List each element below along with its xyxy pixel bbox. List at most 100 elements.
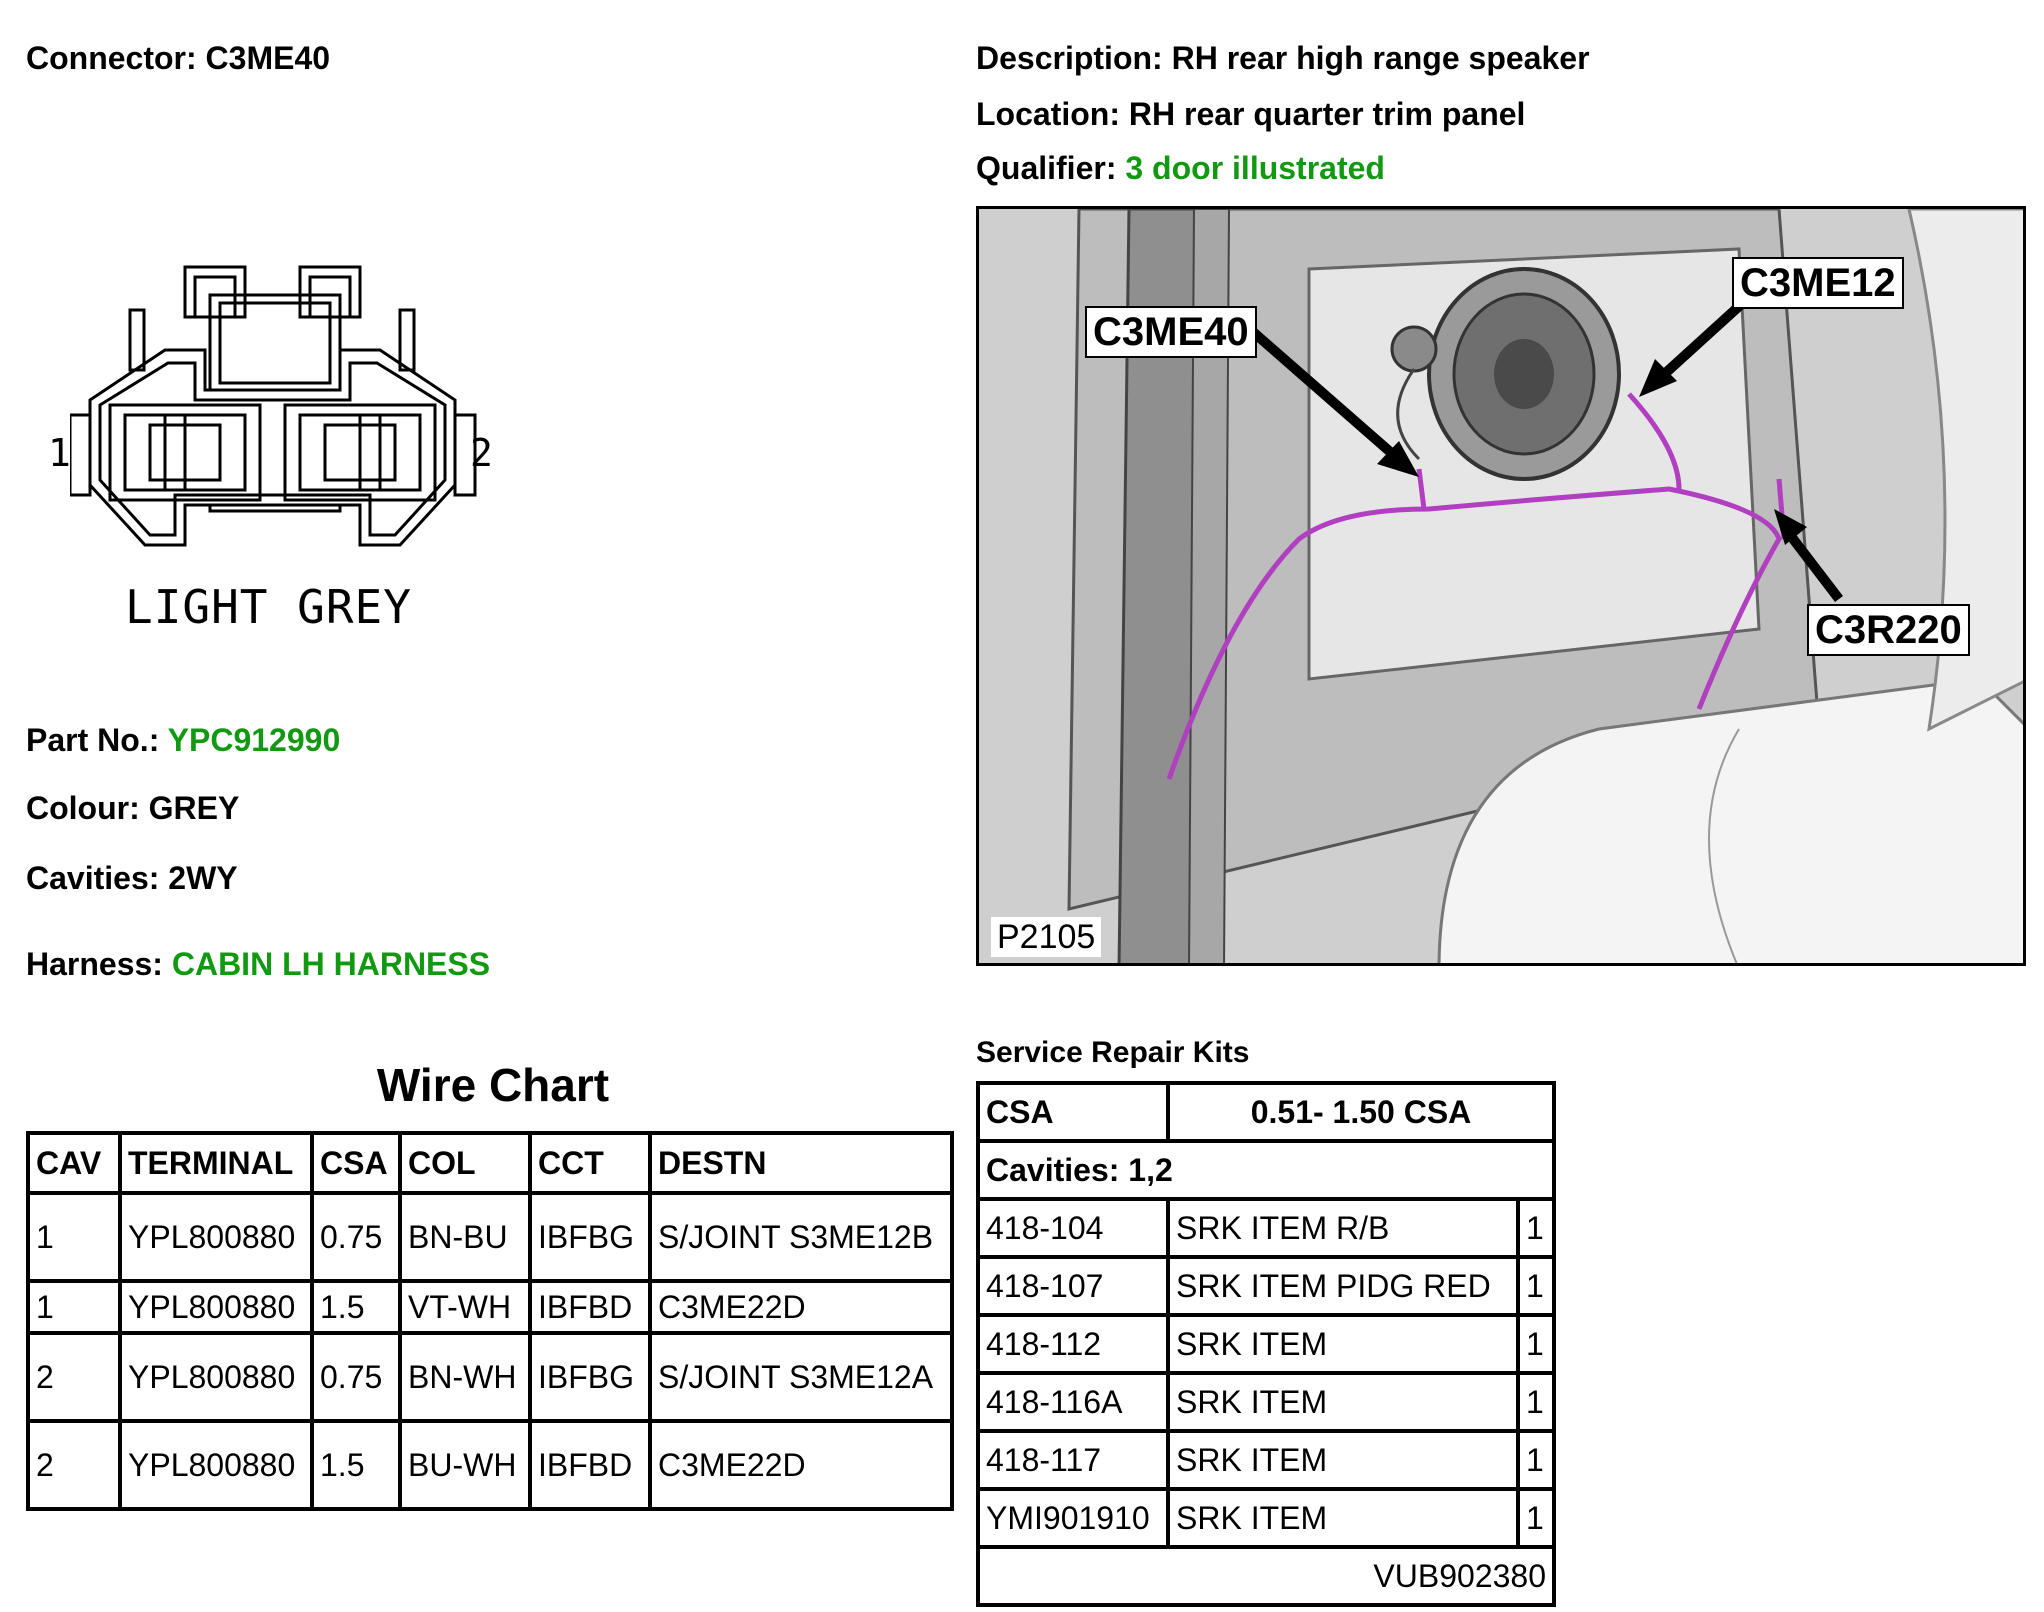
callout-c3me40: C3ME40 <box>1085 306 1257 358</box>
table-row: 1 YPL800880 1.5 VT-WH IBFBD C3ME22D <box>26 1279 954 1335</box>
srk-desc: SRK ITEM PIDG RED <box>1166 1255 1520 1317</box>
srk-title: Service Repair Kits <box>976 1036 1250 1069</box>
srk-csa-label: CSA <box>976 1081 1170 1143</box>
table-row: 1 YPL800880 0.75 BN-BU IBFBG S/JOINT S3M… <box>26 1191 954 1283</box>
srk-desc: SRK ITEM <box>1166 1487 1520 1549</box>
cell-col: BU-WH <box>398 1419 532 1511</box>
srk-qty: 1 <box>1516 1429 1556 1491</box>
cell-terminal: YPL800880 <box>118 1331 314 1423</box>
cell-cav: 1 <box>26 1191 122 1283</box>
cell-csa: 1.5 <box>310 1419 402 1511</box>
srk-desc: SRK ITEM <box>1166 1429 1520 1491</box>
qualifier-value: 3 door illustrated <box>1125 150 1385 186</box>
header-col: COL <box>398 1131 532 1195</box>
location-field: Location: RH rear quarter trim panel <box>976 96 1525 133</box>
srk-desc: SRK ITEM <box>1166 1371 1520 1433</box>
srk-desc: SRK ITEM R/B <box>1166 1197 1520 1259</box>
description-value: RH rear high range speaker <box>1171 40 1590 76</box>
cavities-value: 2WY <box>168 860 238 896</box>
cell-cct: IBFBG <box>528 1191 652 1283</box>
harness-label: Harness: <box>26 946 163 982</box>
srk-desc: SRK ITEM <box>1166 1313 1520 1375</box>
connector-face-drawing: 1 2 LIGHT GREY <box>48 255 530 655</box>
srk-table: CSA 0.51- 1.50 CSA Cavities: 1,2 418-104… <box>976 1081 1556 1607</box>
table-row: 418-112 SRK ITEM 1 <box>976 1313 1556 1375</box>
srk-csa-value: 0.51- 1.50 CSA <box>1166 1081 1556 1143</box>
location-value: RH rear quarter trim panel <box>1128 96 1526 132</box>
harness-field: Harness: CABIN LH HARNESS <box>26 946 490 983</box>
colour-value: GREY <box>148 790 240 826</box>
cell-col: VT-WH <box>398 1279 532 1335</box>
qualifier-label: Qualifier: <box>976 150 1117 186</box>
cell-cav: 2 <box>26 1419 122 1511</box>
srk-qty: 1 <box>1516 1255 1556 1317</box>
srk-footer: VUB902380 <box>976 1545 1556 1607</box>
header-terminal: TERMINAL <box>118 1131 314 1195</box>
cell-terminal: YPL800880 <box>118 1279 314 1335</box>
srk-part: YMI901910 <box>976 1487 1170 1549</box>
description-label: Description: <box>976 40 1163 76</box>
description-field: Description: RH rear high range speaker <box>976 40 1590 77</box>
header-csa: CSA <box>310 1131 402 1195</box>
cell-csa: 0.75 <box>310 1191 402 1283</box>
qualifier-field: Qualifier: 3 door illustrated <box>976 150 1385 187</box>
srk-part: 418-112 <box>976 1313 1170 1375</box>
connector-field: Connector: C3ME40 <box>26 40 330 77</box>
srk-footer-row: VUB902380 <box>976 1545 1556 1607</box>
table-row: 2 YPL800880 1.5 BU-WH IBFBD C3ME22D <box>26 1419 954 1511</box>
cell-destn: S/JOINT S3ME12B <box>648 1191 954 1283</box>
srk-part: 418-107 <box>976 1255 1170 1317</box>
table-row: 2 YPL800880 0.75 BN-WH IBFBG S/JOINT S3M… <box>26 1331 954 1423</box>
cavities-field: Cavities: 2WY <box>26 860 238 897</box>
part-no-field: Part No.: YPC912990 <box>26 722 340 759</box>
colour-label: Colour: <box>26 790 140 826</box>
colour-field: Colour: GREY <box>26 790 239 827</box>
figure-reference: P2105 <box>991 917 1102 957</box>
table-row: 418-104 SRK ITEM R/B 1 <box>976 1197 1556 1259</box>
cell-col: BN-WH <box>398 1331 532 1423</box>
wire-chart-title: Wire Chart <box>376 1059 610 1111</box>
harness-value: CABIN LH HARNESS <box>171 946 491 982</box>
location-label: Location: <box>976 96 1120 132</box>
header-destn: DESTN <box>648 1131 954 1195</box>
cell-destn: S/JOINT S3ME12A <box>648 1331 954 1423</box>
connector-value: C3ME40 <box>205 40 331 76</box>
cell-cav: 2 <box>26 1331 122 1423</box>
callout-c3me12: C3ME12 <box>1732 257 1904 309</box>
srk-part: 418-117 <box>976 1429 1170 1491</box>
cell-terminal: YPL800880 <box>118 1191 314 1283</box>
srk-cavities-row: Cavities: 1,2 <box>976 1139 1556 1201</box>
cell-csa: 0.75 <box>310 1331 402 1423</box>
connector-label: Connector: <box>26 40 197 76</box>
srk-qty: 1 <box>1516 1371 1556 1433</box>
cell-cav: 1 <box>26 1279 122 1335</box>
cell-cct: IBFBD <box>528 1419 652 1511</box>
srk-csa-row: CSA 0.51- 1.50 CSA <box>976 1081 1556 1143</box>
srk-qty: 1 <box>1516 1313 1556 1375</box>
table-row: 418-107 SRK ITEM PIDG RED 1 <box>976 1255 1556 1317</box>
table-row: 418-116A SRK ITEM 1 <box>976 1371 1556 1433</box>
cell-col: BN-BU <box>398 1191 532 1283</box>
header-cct: CCT <box>528 1131 652 1195</box>
location-illustration: C3ME40 C3ME12 C3R220 P2105 <box>976 206 2026 966</box>
pin-2-label: 2 <box>470 431 493 475</box>
cell-destn: C3ME22D <box>648 1279 954 1335</box>
srk-cavities: Cavities: 1,2 <box>976 1139 1556 1201</box>
srk-qty: 1 <box>1516 1487 1556 1549</box>
srk-part: 418-116A <box>976 1371 1170 1433</box>
part-no-value: YPC912990 <box>167 722 341 758</box>
srk-qty: 1 <box>1516 1197 1556 1259</box>
cavities-label: Cavities: <box>26 860 160 896</box>
wire-chart-table: CAV TERMINAL CSA COL CCT DESTN 1 YPL8008… <box>26 1131 954 1511</box>
cell-cct: IBFBD <box>528 1279 652 1335</box>
table-row: 418-117 SRK ITEM 1 <box>976 1429 1556 1491</box>
part-no-label: Part No.: <box>26 722 160 758</box>
table-row: YMI901910 SRK ITEM 1 <box>976 1487 1556 1549</box>
connector-colour-label: LIGHT GREY <box>125 580 412 634</box>
cell-destn: C3ME22D <box>648 1419 954 1511</box>
pin-1-label: 1 <box>48 431 71 475</box>
cell-cct: IBFBG <box>528 1331 652 1423</box>
cell-terminal: YPL800880 <box>118 1419 314 1511</box>
wire-chart-header-row: CAV TERMINAL CSA COL CCT DESTN <box>26 1131 954 1195</box>
header-cav: CAV <box>26 1131 122 1195</box>
